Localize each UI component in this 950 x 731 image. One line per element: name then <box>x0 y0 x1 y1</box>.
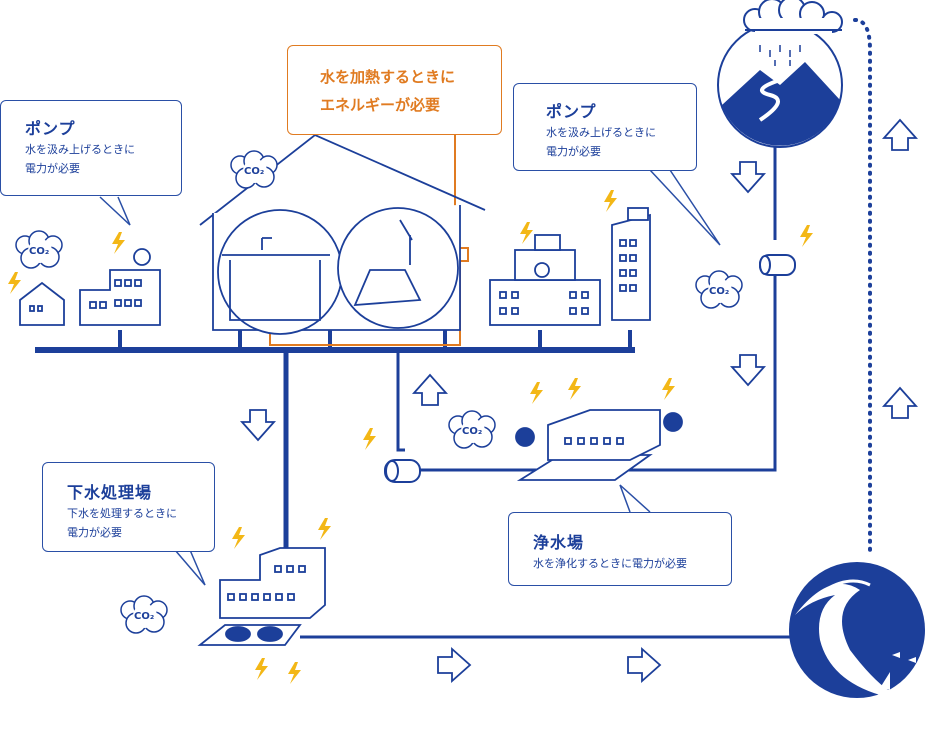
callout-desc: 下水を処理するときに <box>67 507 177 520</box>
callout-desc: 水を汲み上げるときに <box>25 143 135 156</box>
svg-text:CO₂: CO₂ <box>134 611 154 622</box>
callout-title: ポンプ <box>546 102 597 121</box>
svg-text:CO₂: CO₂ <box>29 246 49 257</box>
callout-sewage: 下水処理場 下水を処理するときに 電力が必要 <box>42 462 215 552</box>
callout-desc: 水を加熱するときに <box>320 68 456 86</box>
office-building <box>611 207 651 321</box>
school <box>489 234 601 326</box>
callout-pump-left: ポンプ 水を汲み上げるときに 電力が必要 <box>0 100 182 196</box>
purification-plant <box>515 409 683 481</box>
callout-purification: 浄水場 水を浄化するときに電力が必要 <box>508 512 732 586</box>
mountain-rain-illustration <box>717 0 843 148</box>
factory-left <box>79 248 161 326</box>
callout-desc: 電力が必要 <box>25 162 80 175</box>
callout-pump-right: ポンプ 水を汲み上げるときに 電力が必要 <box>513 83 697 171</box>
house <box>199 133 486 335</box>
callout-desc: 水を汲み上げるときに <box>546 126 656 139</box>
callout-desc: 電力が必要 <box>546 145 601 158</box>
callout-desc: 水を浄化するときに電力が必要 <box>533 557 687 570</box>
pump-icon <box>384 254 796 483</box>
callout-title: 浄水場 <box>533 533 585 552</box>
callout-heating: 水を加熱するときに エネルギーが必要 <box>287 45 502 135</box>
callout-desc: 電力が必要 <box>67 526 122 539</box>
co2-clouds: CO₂ CO₂ CO₂ CO₂ CO₂ <box>15 150 743 634</box>
callout-title: ポンプ <box>25 119 76 138</box>
svg-text:CO₂: CO₂ <box>462 426 482 437</box>
callout-title: 下水処理場 <box>67 483 153 502</box>
callout-tails <box>99 169 721 586</box>
rain-cloud <box>743 0 843 34</box>
svg-text:CO₂: CO₂ <box>709 286 729 297</box>
small-house <box>19 281 65 326</box>
svg-text:CO₂: CO₂ <box>244 166 264 177</box>
sewage-plant <box>197 547 326 646</box>
callout-desc: エネルギーが必要 <box>320 96 441 114</box>
river-sea-illustration <box>789 562 925 700</box>
